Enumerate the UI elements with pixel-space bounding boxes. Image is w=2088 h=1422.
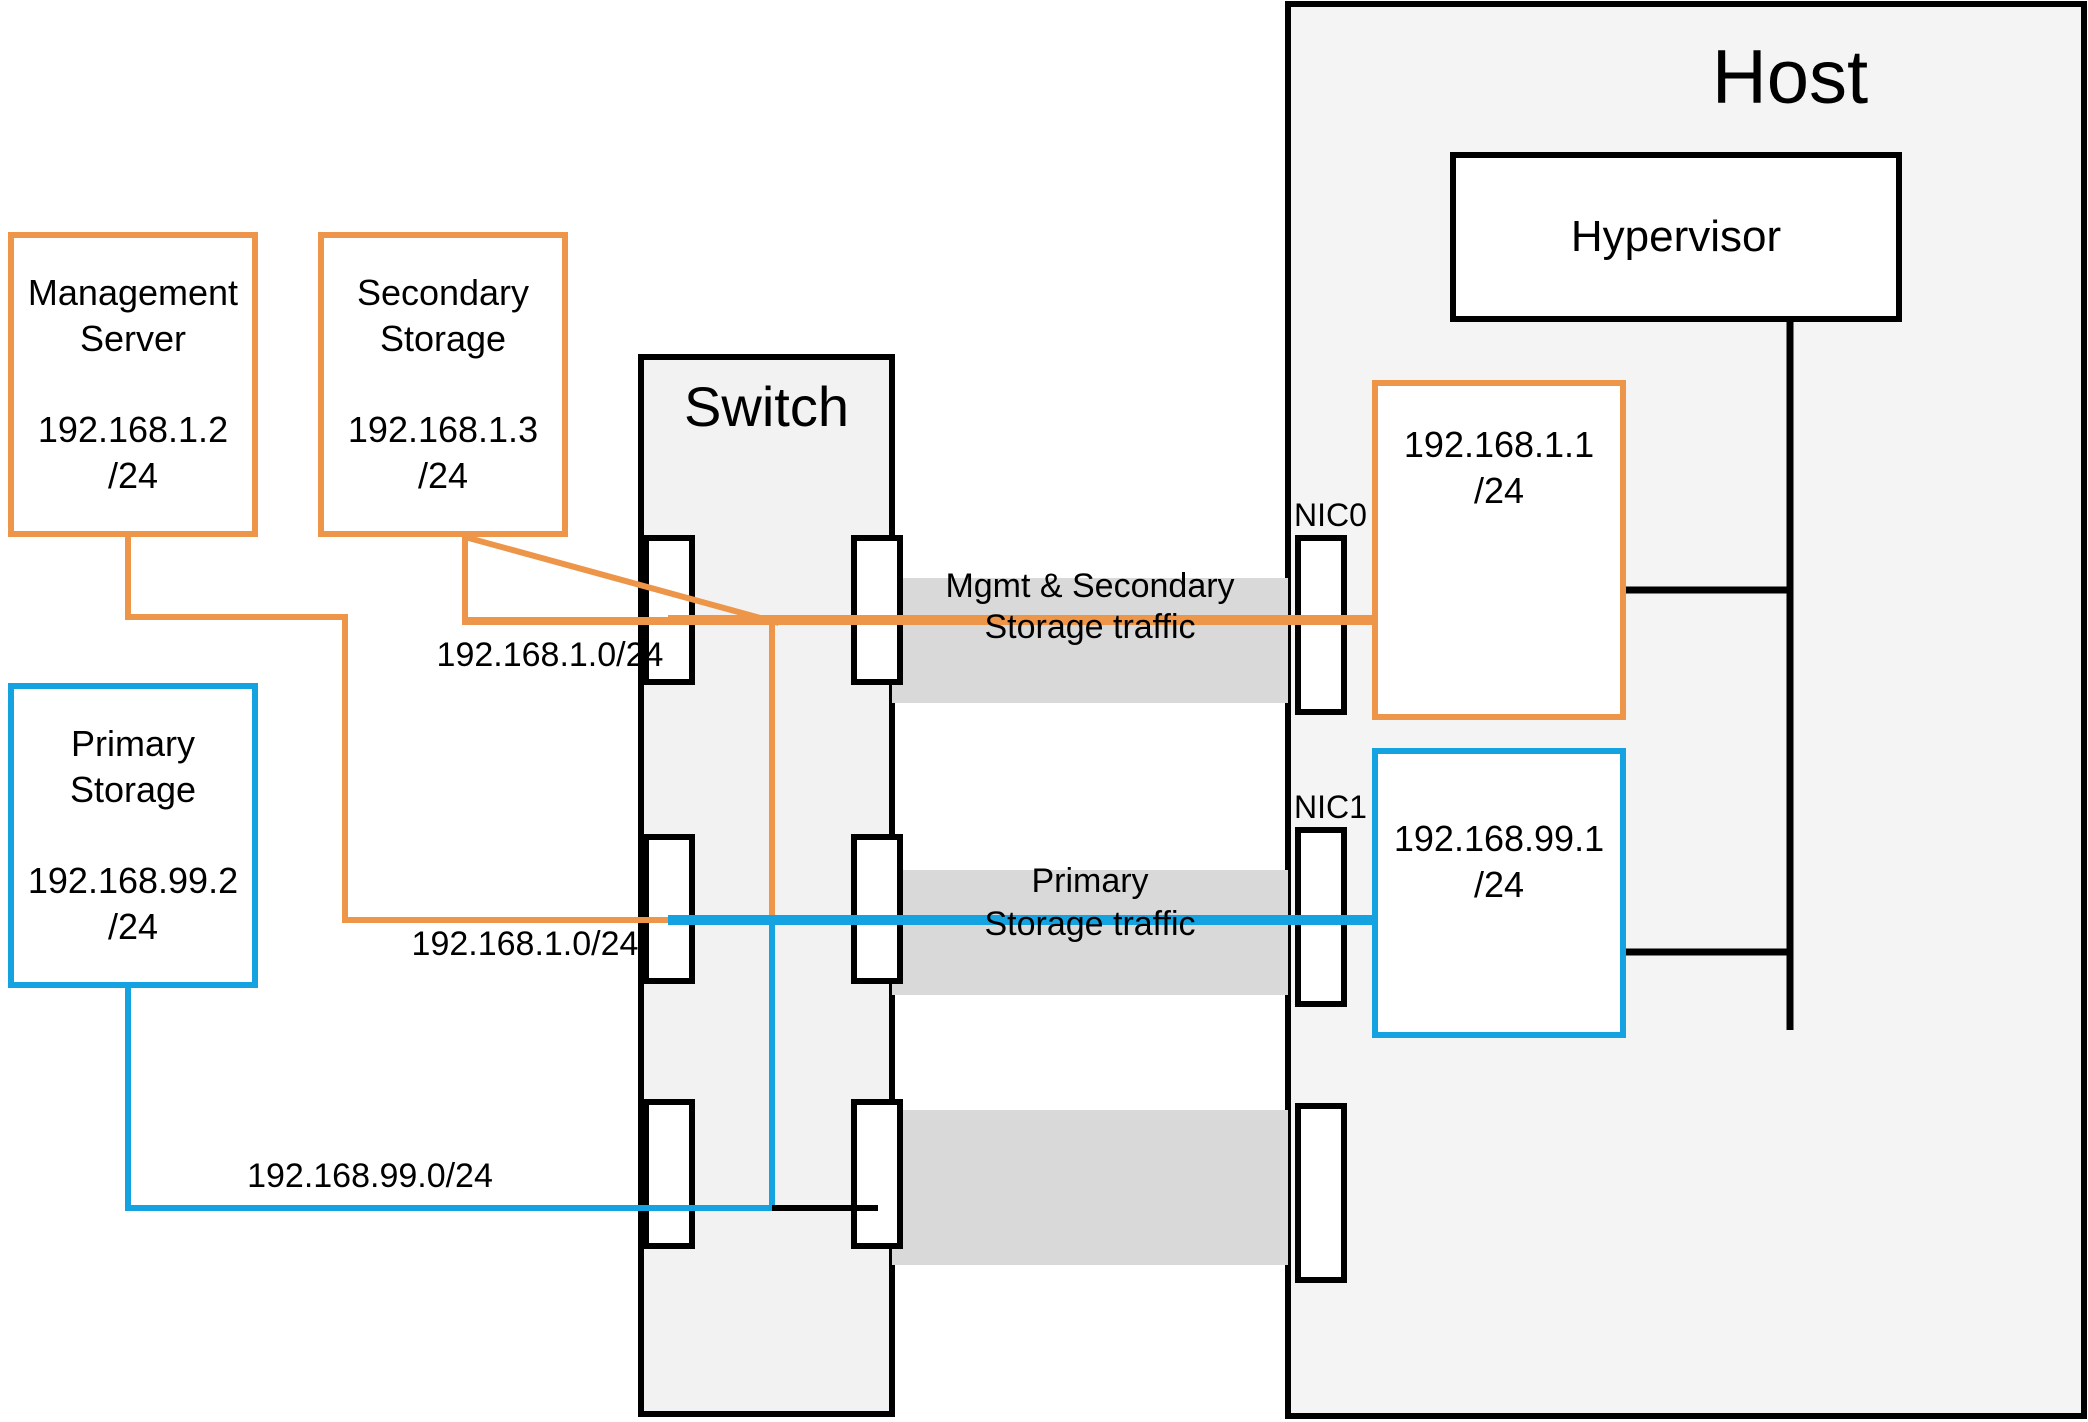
host-nic1-address: 192.168.99.1 /24: [1393, 818, 1605, 906]
traffic-label-mgmt-line2: Storage traffic: [984, 608, 1196, 646]
host-nic0-address: 192.168.1.1 /24: [1403, 424, 1595, 512]
management-server-name: Management Server: [27, 272, 239, 360]
link-label-mgmt-subnet-lower: 192.168.1.0/24: [411, 925, 639, 963]
host-title: Host: [1711, 35, 1869, 120]
switch-port-right-2: [851, 834, 903, 984]
secondary-storage-name: Secondary Storage: [356, 272, 530, 360]
traffic-label-primary-line2: Storage traffic: [984, 905, 1196, 943]
link-label-mgmt-subnet-upper: 192.168.1.0/24: [436, 636, 664, 674]
link-primary-storage-to-switch: [125, 987, 668, 1211]
primary-storage-address: 192.168.99.2 /24: [27, 859, 239, 947]
traffic-label-mgmt-line1: Mgmt & Secondary: [945, 567, 1235, 605]
switch-port-left-2: [643, 834, 695, 984]
switch-port-left-1: [643, 535, 695, 685]
node-primary-storage[interactable]: Primary Storage 192.168.99.2 /24: [8, 683, 258, 988]
switch-port-right-1: [851, 535, 903, 685]
traffic-band-mgmt: [892, 578, 1288, 703]
node-secondary-storage[interactable]: Secondary Storage 192.168.1.3 /24: [318, 232, 568, 537]
traffic-label-primary-line1: Primary: [1031, 862, 1149, 900]
traffic-band-unused: [892, 1110, 1288, 1265]
secondary-storage-address: 192.168.1.3 /24: [347, 408, 539, 496]
node-hypervisor[interactable]: Hypervisor: [1450, 152, 1902, 322]
nic1-label: NIC1: [1294, 789, 1367, 825]
primary-storage-name: Primary Storage: [69, 723, 197, 811]
node-management-server[interactable]: Management Server 192.168.1.2 /24: [8, 232, 258, 537]
traffic-band-primary: [892, 870, 1288, 995]
nic0-label: NIC0: [1294, 497, 1367, 533]
link-label-storage-subnet: 192.168.99.0/24: [247, 1157, 493, 1195]
switch-port-right-3: [851, 1099, 903, 1249]
node-host-nic1-interface[interactable]: 192.168.99.1 /24: [1372, 748, 1626, 1038]
switch-port-left-3: [643, 1099, 695, 1249]
link-mgmt-server-to-switch: [125, 537, 668, 923]
switch-title: Switch: [684, 375, 849, 438]
hypervisor-label: Hypervisor: [1570, 211, 1782, 261]
host-nic2-port: [1295, 1103, 1347, 1283]
node-host-nic0-interface[interactable]: 192.168.1.1 /24: [1372, 380, 1626, 720]
management-server-address: 192.168.1.2 /24: [37, 408, 229, 496]
